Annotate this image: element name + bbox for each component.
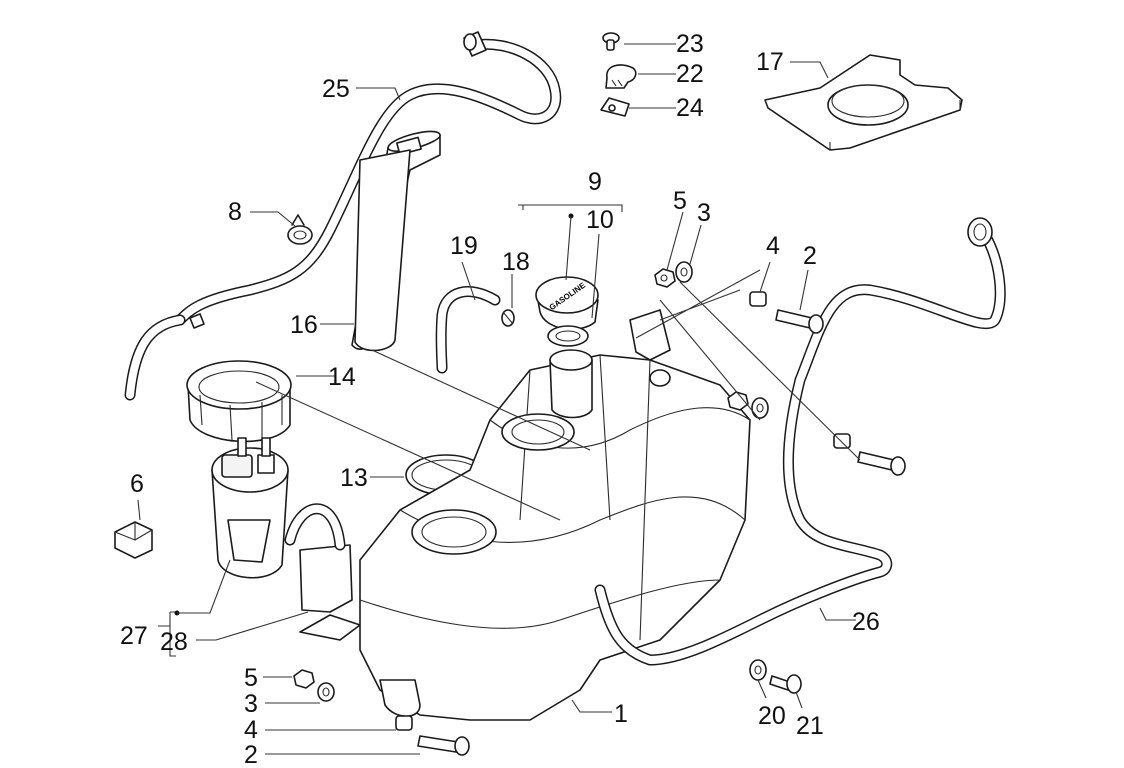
part-3-washer-lower[interactable]: [317, 682, 335, 702]
part-5-nut-lower[interactable]: [293, 669, 315, 689]
part-6-rubber-block[interactable]: [114, 521, 153, 559]
label-1: 1: [614, 700, 628, 728]
label-23: 23: [676, 30, 704, 58]
label-9: 9: [588, 168, 602, 196]
label-18: 18: [502, 248, 530, 276]
label-10: 10: [586, 206, 614, 234]
part-20-washer[interactable]: [749, 659, 767, 681]
part-4-spacer-upper[interactable]: [749, 291, 767, 307]
label-16: 16: [290, 311, 318, 339]
part-2-bolt-upper[interactable]: [775, 309, 824, 334]
part-3-washer-upper[interactable]: [675, 261, 693, 283]
part-21-screw[interactable]: [769, 674, 802, 694]
part-25-hose[interactable]: [124, 31, 562, 401]
part-23-screw[interactable]: [602, 32, 620, 51]
part-16-fuel-level-sender[interactable]: [351, 130, 441, 352]
label-2-lower: 2: [244, 741, 258, 768]
label-6: 6: [130, 470, 144, 498]
label-13: 13: [340, 464, 368, 492]
part-10-fuel-cap[interactable]: GASOLINE: [535, 276, 599, 347]
label-17: 17: [756, 48, 784, 76]
part-2-bolt-mid[interactable]: [857, 451, 906, 476]
label-24: 24: [676, 94, 704, 122]
label-22: 22: [676, 60, 704, 88]
part-5-nut-upper[interactable]: [654, 268, 676, 288]
part-14-ring-nut[interactable]: [186, 360, 292, 443]
part-19-breather-hose[interactable]: [435, 286, 501, 374]
part-18-clamp[interactable]: [501, 309, 515, 327]
part-1-fuel-tank[interactable]: [359, 309, 751, 721]
part-3-washer-mid[interactable]: [751, 397, 769, 419]
label-19: 19: [450, 232, 478, 260]
label-3-lower: 3: [244, 690, 258, 718]
part-8-hose-clip[interactable]: [287, 214, 313, 245]
label-8: 8: [228, 198, 242, 226]
label-5-upper: 5: [673, 187, 687, 215]
leader-lines: [137, 43, 861, 755]
labels: 23 22 24 17 25 8 9 10 19 18 5 3 4 2 16 1…: [120, 30, 880, 768]
label-26: 26: [852, 608, 880, 636]
label-14: 14: [328, 363, 356, 391]
label-3-upper: 3: [697, 199, 711, 227]
label-20: 20: [758, 702, 786, 730]
label-2-upper: 2: [803, 242, 817, 270]
part-26-frame[interactable]: [594, 217, 1006, 666]
part-24-clip-nut[interactable]: [600, 97, 630, 117]
part-22-clamp[interactable]: [605, 64, 637, 89]
part-2-bolt-lower[interactable]: [417, 735, 470, 756]
label-28: 28: [160, 628, 188, 656]
label-25: 25: [322, 75, 350, 103]
label-27: 27: [120, 622, 148, 650]
part-28-filter[interactable]: [299, 614, 361, 641]
label-5-lower: 5: [244, 664, 258, 692]
label-4-lower: 4: [244, 716, 258, 744]
part-4-spacer-lower[interactable]: [395, 715, 413, 731]
part-27-fuel-pump[interactable]: [211, 437, 353, 613]
label-4-upper: 4: [766, 232, 780, 260]
part-5-nut-mid[interactable]: [727, 391, 749, 411]
label-21: 21: [796, 712, 824, 740]
part-17-pad[interactable]: [764, 54, 963, 151]
